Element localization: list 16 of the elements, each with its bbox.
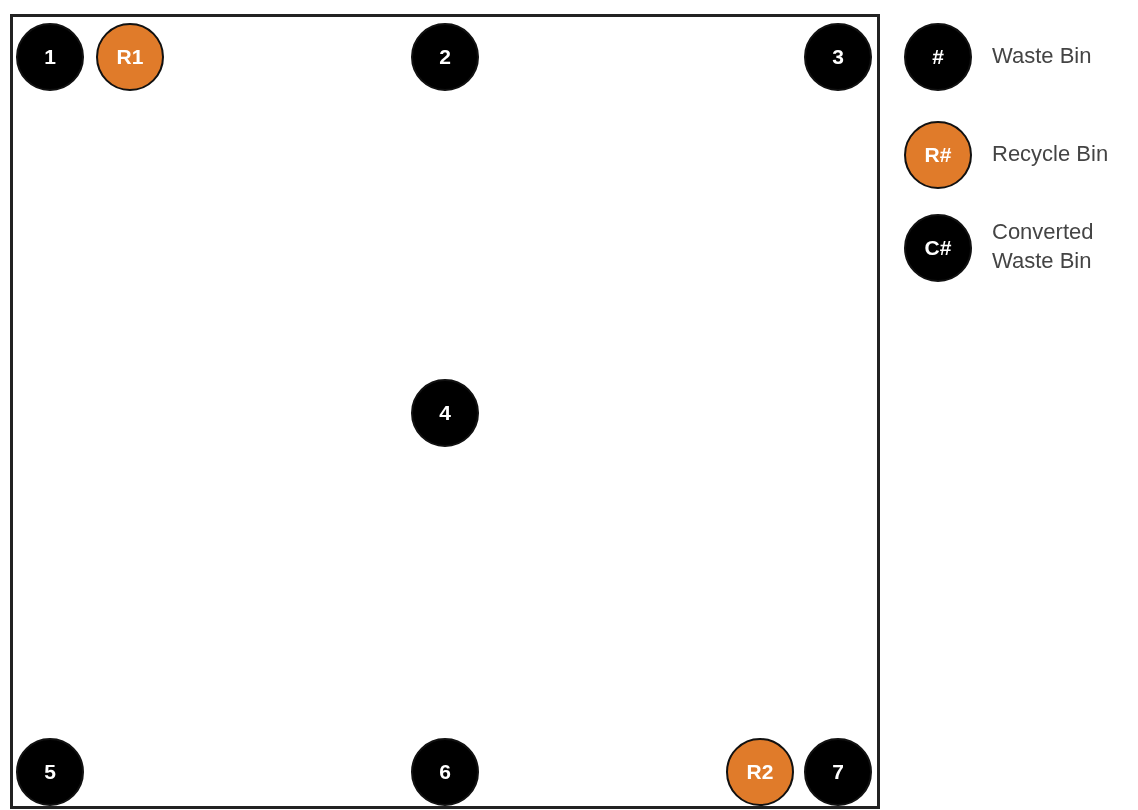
room-outline xyxy=(10,14,880,809)
bin-marker: 2 xyxy=(411,23,479,91)
bin-marker: 5 xyxy=(16,738,84,806)
bin-marker: R1 xyxy=(96,23,164,91)
bin-marker: 4 xyxy=(411,379,479,447)
legend-symbol: C# xyxy=(924,236,952,260)
legend-symbol: # xyxy=(932,45,944,69)
bin-marker: 6 xyxy=(411,738,479,806)
bin-marker: 3 xyxy=(804,23,872,91)
legend-label: Converted Waste Bin xyxy=(992,218,1095,275)
bin-marker: 1 xyxy=(16,23,84,91)
bin-marker: 7 xyxy=(804,738,872,806)
legend-label: Recycle Bin xyxy=(992,140,1110,168)
legend-label: Waste Bin xyxy=(992,42,1093,70)
bin-marker: R2 xyxy=(726,738,794,806)
legend-symbol: R# xyxy=(924,143,952,167)
